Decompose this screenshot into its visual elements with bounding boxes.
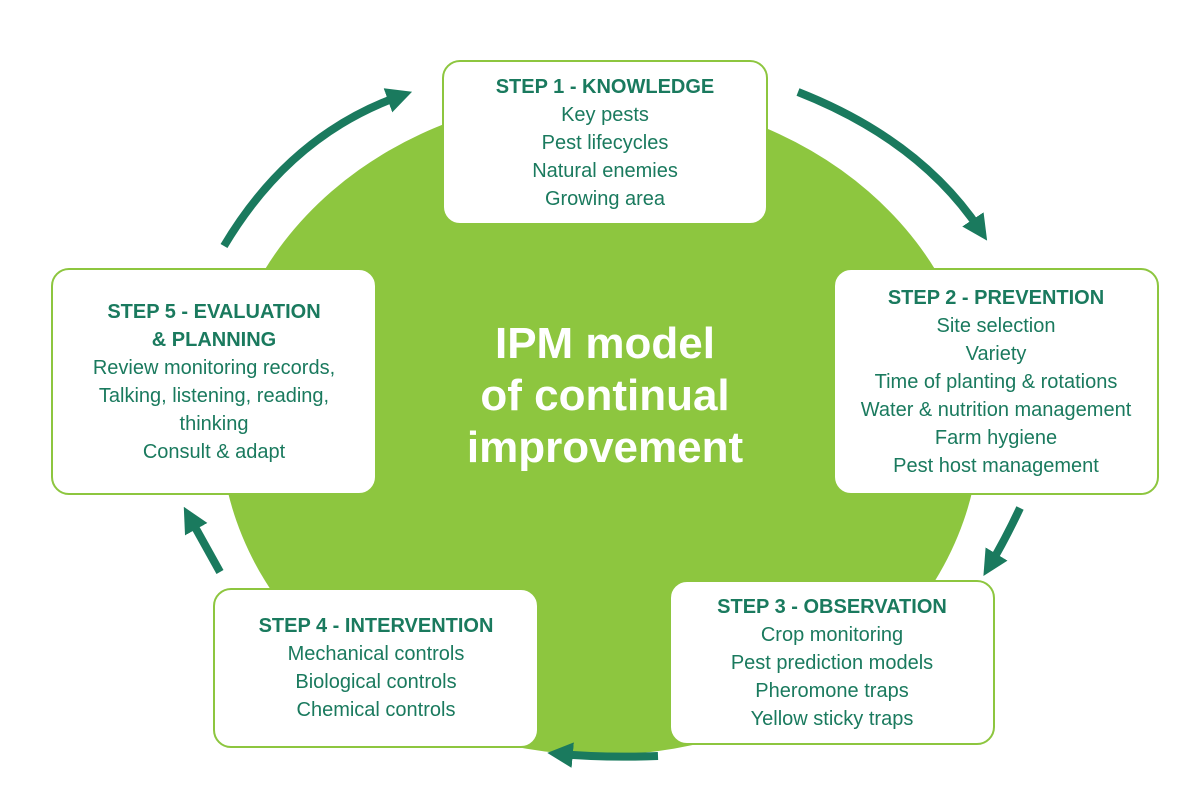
step-4-item: Chemical controls — [296, 699, 456, 721]
step-3-item: Crop monitoring — [760, 623, 904, 646]
step-2-item: Time of planting & rotations — [874, 370, 1118, 393]
step-1-title: STEP 1 - KNOWLEDGE — [495, 75, 715, 98]
step-3-item: Pheromone traps — [755, 679, 909, 702]
step-4-box: STEP 4 - INTERVENTION Mechanical control… — [213, 588, 539, 748]
step-4-item: Biological controls — [295, 671, 457, 693]
step-4-item: Mechanical controls — [287, 643, 465, 665]
step-4-title: STEP 4 - INTERVENTION — [258, 615, 494, 637]
arrow-step2-to-step3 — [983, 506, 1024, 576]
step-5-box: STEP 5 - EVALUATION & PLANNING Review mo… — [51, 268, 377, 495]
step-3-item: Yellow sticky traps — [750, 707, 914, 730]
step-5-item: Review monitoring records, — [92, 356, 336, 379]
step-2-title: STEP 2 - PREVENTION — [887, 286, 1105, 309]
arrow-step4-to-step5 — [183, 506, 224, 574]
step-1-item: Natural enemies — [532, 159, 678, 182]
step-3-box: STEP 3 - OBSERVATION Crop monitoring Pes… — [669, 580, 995, 745]
step-2-item: Pest host management — [893, 454, 1099, 477]
step-3-item: Pest prediction models — [730, 651, 934, 674]
step-5-item: Talking, listening, reading, — [98, 384, 330, 407]
step-1-item: Pest lifecycles — [541, 131, 669, 154]
step-2-item: Water & nutrition management — [860, 398, 1132, 421]
step-1-item: Key pests — [561, 103, 649, 126]
step-2-item: Site selection — [936, 314, 1056, 337]
step-5-title: STEP 5 - EVALUATION & PLANNING — [107, 300, 321, 351]
step-2-item: Variety — [965, 342, 1027, 365]
step-5-item: Consult & adapt — [142, 440, 286, 463]
step-3-title: STEP 3 - OBSERVATION — [717, 595, 947, 618]
step-5-item: thinking — [179, 412, 249, 435]
step-2-box: STEP 2 - PREVENTION Site selection Varie… — [833, 268, 1159, 495]
step-2-item: Farm hygiene — [934, 426, 1058, 449]
center-title: IPM model of continual improvement — [466, 319, 744, 472]
step-1-item: Growing area — [544, 187, 666, 210]
step-1-box: STEP 1 - KNOWLEDGE Key pests Pest lifecy… — [442, 60, 768, 225]
